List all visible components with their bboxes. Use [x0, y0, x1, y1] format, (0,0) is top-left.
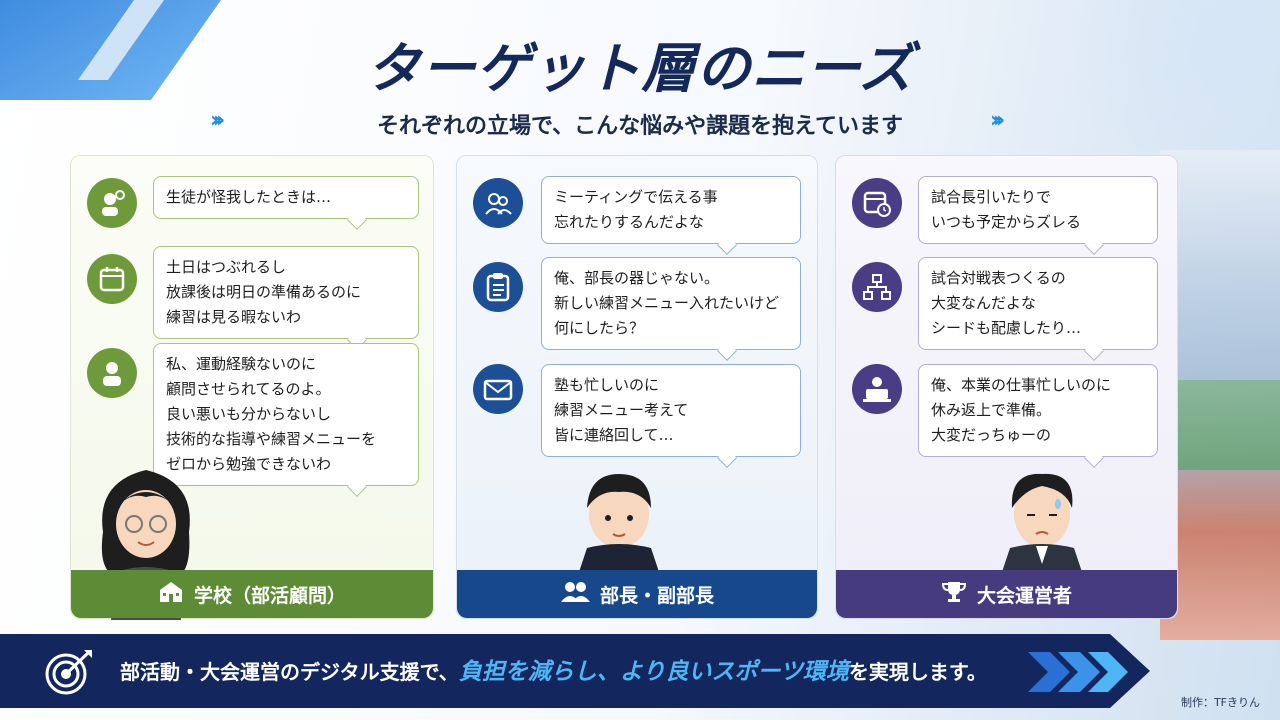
meeting-icon [473, 178, 523, 228]
speech-bubble: 俺、部長の器じゃない。 新しい練習メニュー入れたいけど 何にしたら？ [541, 257, 801, 361]
calendar-icon [87, 254, 137, 304]
column-captain: ミーティングで伝える事 忘れたりするんだよな 俺、部長の器じゃない。 新しい練習… [456, 155, 818, 619]
captain-label-bar: 部長・副部長 [457, 570, 817, 618]
calendar-clock-icon [852, 178, 902, 228]
page-subtitle: それぞれの立場で、こんな悩みや課題を抱えています [376, 114, 904, 139]
speech-bubble: 生徒が怪我したときは… [153, 176, 419, 230]
organizer-label-bar: 大会運営者 [836, 570, 1177, 618]
chevron-right-icon: ››› [990, 108, 1005, 133]
school-icon [158, 581, 184, 608]
page-title: ターゲット層のニーズ [366, 37, 914, 100]
footer-banner [0, 634, 1150, 708]
student-injury-icon [87, 178, 137, 228]
speech-bubble: 試合長引いたりで いつも予定からズレる [918, 176, 1158, 255]
teacher-label-bar: 学校（部活顧問） [71, 570, 433, 618]
clipboard-icon [473, 262, 523, 312]
background-stadium [1160, 150, 1280, 640]
speech-bubble: 試合対戦表つくるの 大変なんだよな シードも配慮したり… [918, 257, 1158, 361]
captain-illustration [579, 474, 659, 572]
people-icon [560, 581, 590, 608]
target-icon [44, 648, 94, 700]
credit-text: 制作：TFきりん [1180, 696, 1260, 709]
person-laptop-icon [852, 364, 902, 414]
background-network [1020, 0, 1280, 150]
tournament-bracket-icon [852, 262, 902, 312]
column-organizer: 試合長引いたりで いつも予定からズレる 試合対戦表つくるの 大変なんだよな シー… [835, 155, 1178, 619]
speech-bubble: 俺、本業の仕事忙しいのに 休み返上で準備。 大変だっちゅーの [918, 364, 1158, 468]
speech-bubble: 塾も忙しいのに 練習メニュー考えて 皆に連絡回して… [541, 364, 801, 468]
organizer-label: 大会運営者 [976, 584, 1072, 607]
footer-message: 部活動・大会運営のデジタル支援で、負担を減らし、より良いスポーツ環境を実現します… [120, 659, 987, 685]
column-teacher: 生徒が怪我したときは… 土日はつぶれるし 放課後は明日の準備あるのに 練習は見る… [70, 155, 434, 620]
organizer-illustration [1002, 473, 1082, 572]
mail-icon [473, 364, 523, 414]
chevron-right-icon [1028, 652, 1128, 692]
captain-label: 部長・副部長 [599, 584, 714, 607]
speech-bubble: ミーティングで伝える事 忘れたりするんだよな [541, 176, 801, 255]
teacher-icon [87, 348, 137, 398]
trophy-icon [941, 580, 967, 609]
speech-bubble: 私、運動経験ないのに 顧問させられてるのよ。 良い悪いも分からないし 技術的な指… [153, 343, 419, 497]
teacher-label: 学校（部活顧問） [193, 584, 346, 607]
speech-bubble: 土日はつぶれるし 放課後は明日の準備あるのに 練習は見る暇ないわ [153, 246, 419, 350]
